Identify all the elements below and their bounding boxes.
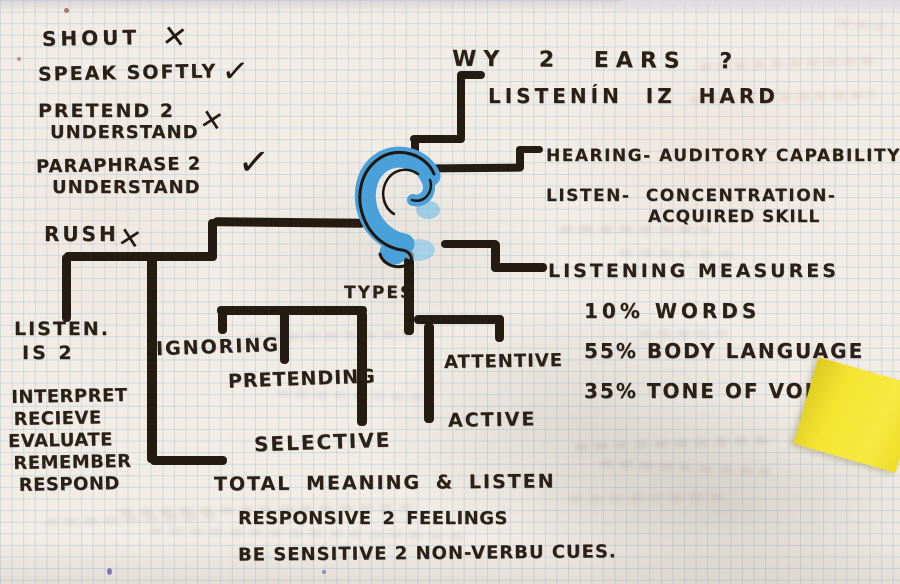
check-mark: ✓	[220, 50, 251, 92]
note-speak-softly: SPEAK SOFTLY	[37, 60, 218, 86]
step-respond: RESPOND	[18, 473, 121, 496]
note-shout: SHOUT	[41, 25, 141, 51]
listen-is-2-line2: IS 2	[22, 342, 75, 364]
step-recieve: RECIEVE	[13, 407, 102, 430]
type-selective: SELECTIVE	[253, 427, 392, 457]
line-segment	[357, 311, 367, 426]
def-listen-line2: ACQUIRED SKILL	[648, 207, 821, 227]
ink-bleed-smudge	[574, 436, 776, 451]
note-rush: RUSH	[44, 222, 119, 246]
line-segment	[218, 308, 227, 334]
step-evaluate: EVALUATE	[7, 429, 114, 453]
type-active: ACTIVE	[447, 408, 537, 432]
line-segment	[457, 71, 485, 79]
ink-bleed-smudge	[277, 389, 429, 402]
types-label: TYPES	[344, 283, 415, 303]
listen-steps-list: INTERPRET RECIEVE EVALUATE REMEMBER RESP…	[7, 385, 132, 497]
ink-speck	[107, 568, 112, 575]
line-segment	[491, 263, 547, 272]
ink-bleed-smudge	[149, 527, 471, 540]
paper-smudge	[0, 0, 900, 12]
def-listen-line1: LISTEN- CONCENTRATION-	[546, 186, 837, 206]
ink-bleed-smudge	[640, 330, 730, 337]
ink-speck	[17, 57, 21, 61]
measures-title: LISTENING MEASURES	[548, 260, 839, 282]
type-pretending: PRETENDING	[227, 365, 377, 393]
x-mark: ✕	[159, 18, 190, 57]
ear-icon	[354, 146, 441, 269]
def-hearing: HEARING- AUDITORY CAPABILITY	[546, 146, 900, 166]
line-segment	[212, 217, 366, 228]
line-segment	[147, 257, 157, 463]
header-why-2-ears: WY 2 EARS ?	[451, 46, 740, 75]
line-segment	[495, 316, 504, 342]
step-interpret: INTERPRET	[11, 384, 128, 409]
check-mark: ✓	[236, 138, 272, 186]
paper-smudge	[620, 0, 900, 16]
line-segment	[414, 315, 504, 324]
note-pretend: PRETEND 2	[38, 100, 175, 122]
type-attentive: ATTENTIVE	[443, 349, 564, 374]
line-segment	[491, 241, 500, 271]
line-segment	[208, 219, 217, 261]
footer-responsive: RESPONSIVE 2 FEELINGS	[238, 508, 508, 529]
listen-is-2-line1: LISTEN.	[14, 318, 110, 340]
line-segment	[280, 310, 289, 364]
line-segment	[217, 306, 367, 315]
line-segment	[410, 135, 465, 143]
note-pretend-2: UNDERSTAND	[50, 122, 199, 143]
ink-bleed-smudge	[569, 492, 731, 503]
note-paraphrase-2: UNDERSTAND	[52, 177, 201, 198]
header-listenin-iz-hard: LISTENÍN IZ HARD	[488, 84, 779, 108]
line-segment	[404, 251, 414, 335]
measure-words: 10% WORDS	[584, 299, 761, 323]
line-segment	[441, 240, 499, 248]
ink-speck	[64, 8, 69, 13]
step-remember: REMEMBER	[13, 450, 132, 474]
ink-bleed-smudge	[44, 513, 216, 526]
measure-tone-of-voice: 35% TONE OF VOICE	[584, 379, 847, 403]
line-segment	[150, 456, 227, 465]
note-paraphrase: PARAPHRASE 2	[35, 153, 202, 178]
footer-total-meaning: TOTAL MEANING & LISTEN	[213, 470, 556, 496]
footer-be-sensitive: BE SENSITIVE 2 NON-VERBU CUES.	[237, 541, 617, 566]
ink-speck	[322, 570, 326, 574]
line-segment	[457, 73, 465, 141]
sticky-note	[793, 357, 900, 473]
ink-bleed-smudge	[837, 19, 894, 32]
ink-bleed-smudge	[599, 459, 771, 476]
ink-bleed-smudge	[560, 226, 710, 233]
line-segment	[64, 252, 214, 261]
measure-body-language: 55% BODY LANGUAGE	[584, 339, 865, 363]
line-segment	[516, 147, 524, 171]
type-ignoring: IGNORING	[155, 333, 281, 361]
x-mark: ✕	[196, 101, 227, 140]
ink-bleed-smudge	[619, 248, 741, 259]
line-segment	[62, 254, 71, 322]
line-segment	[516, 146, 543, 153]
line-segment	[424, 323, 434, 423]
